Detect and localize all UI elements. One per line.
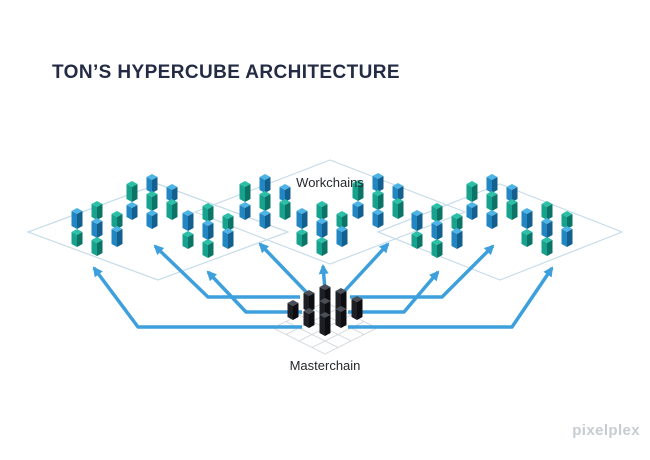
workchain-cluster — [411, 203, 463, 258]
workchains-label: Workchains — [296, 175, 364, 190]
workchain-cluster — [126, 174, 178, 229]
masterchain-to-workchain-arrow — [348, 266, 554, 329]
masterchain-to-workchain-arrow — [153, 244, 300, 299]
workchain-cluster — [71, 201, 123, 256]
workchain-cluster — [296, 201, 348, 256]
masterchain-to-workchain-arrow — [350, 244, 495, 299]
masterchain-to-workchain-arrow — [348, 270, 440, 314]
masterchain-to-workchain-arrow — [92, 266, 302, 329]
masterchain-to-workchain-arrow — [258, 242, 312, 298]
masterchain-to-workchain-arrow — [338, 242, 390, 298]
workchain-cluster — [352, 173, 404, 228]
page-title: TON’S HYPERCUBE ARCHITECTURE — [52, 62, 400, 83]
masterchain-to-workchain-arrow — [206, 270, 302, 314]
masterchain-label: Masterchain — [289, 358, 361, 373]
workchain-cluster — [521, 201, 573, 256]
masterchain-cluster — [287, 284, 363, 336]
pixelplex-logo: pixelplex — [572, 422, 640, 439]
workchain-cluster — [466, 174, 518, 229]
workchain-cluster — [239, 174, 291, 229]
workchain-cluster — [182, 203, 234, 258]
